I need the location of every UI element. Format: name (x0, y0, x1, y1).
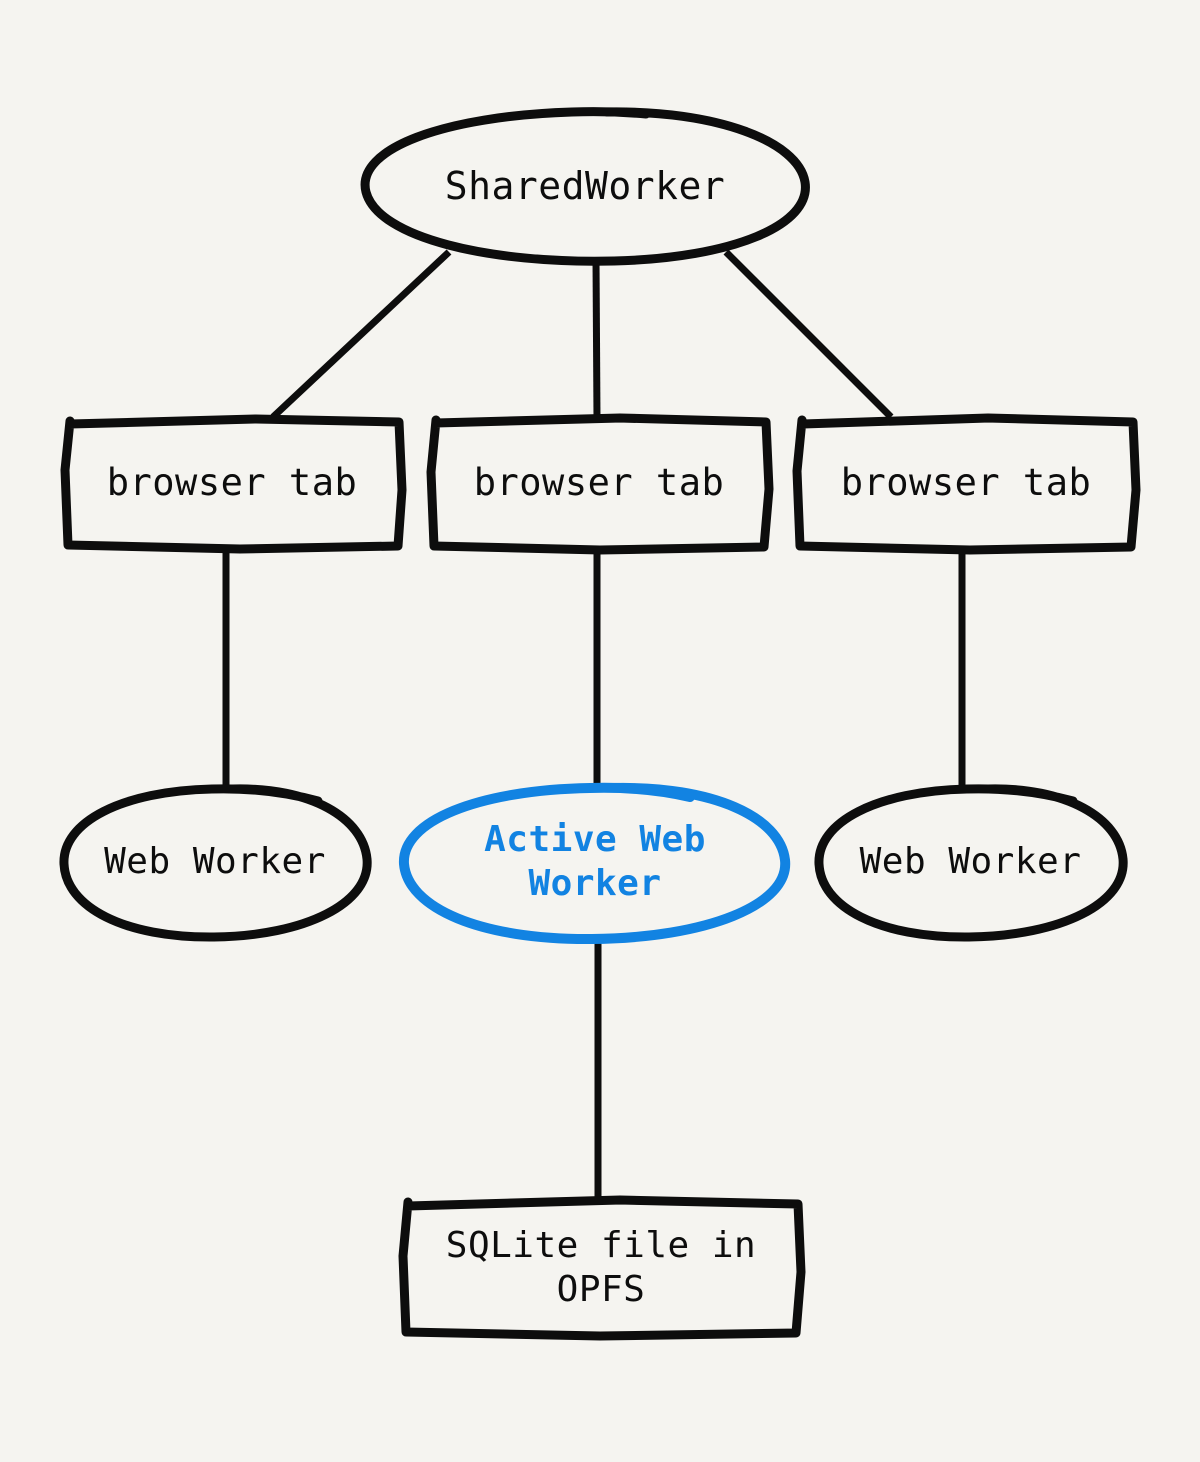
browser-tab-left-rect-outline (60, 414, 407, 554)
sqlite-file-rect-outline (398, 1195, 806, 1341)
edge-group (222, 249, 966, 1201)
node-shape-sqlite-file[interactable] (398, 1195, 806, 1341)
node-shape-web-worker-active[interactable] (398, 782, 791, 945)
edge-sharedworker-to-browser-tab-left (270, 249, 452, 420)
browser-tab-middle-rect-outline (426, 413, 774, 555)
sharedworker-ellipse-outline (360, 107, 810, 266)
node-shape-web-worker-left[interactable] (59, 784, 372, 942)
node-shape-shared-worker[interactable] (360, 107, 810, 266)
active-web-worker-ellipse-outline (398, 782, 791, 945)
web-worker-left-ellipse-outline (59, 784, 372, 942)
node-shape-browser-tab-middle[interactable] (426, 413, 774, 555)
browser-tab-right-rect-outline (792, 413, 1141, 555)
web-worker-right-ellipse-outline (814, 784, 1128, 942)
node-shape-browser-tab-left[interactable] (60, 414, 407, 554)
edge-sharedworker-to-browser-tab-right (723, 249, 894, 420)
node-shape-web-worker-right[interactable] (814, 784, 1128, 942)
edge-sharedworker-to-browser-tab-middle (592, 259, 601, 420)
node-shape-browser-tab-right[interactable] (792, 413, 1141, 555)
